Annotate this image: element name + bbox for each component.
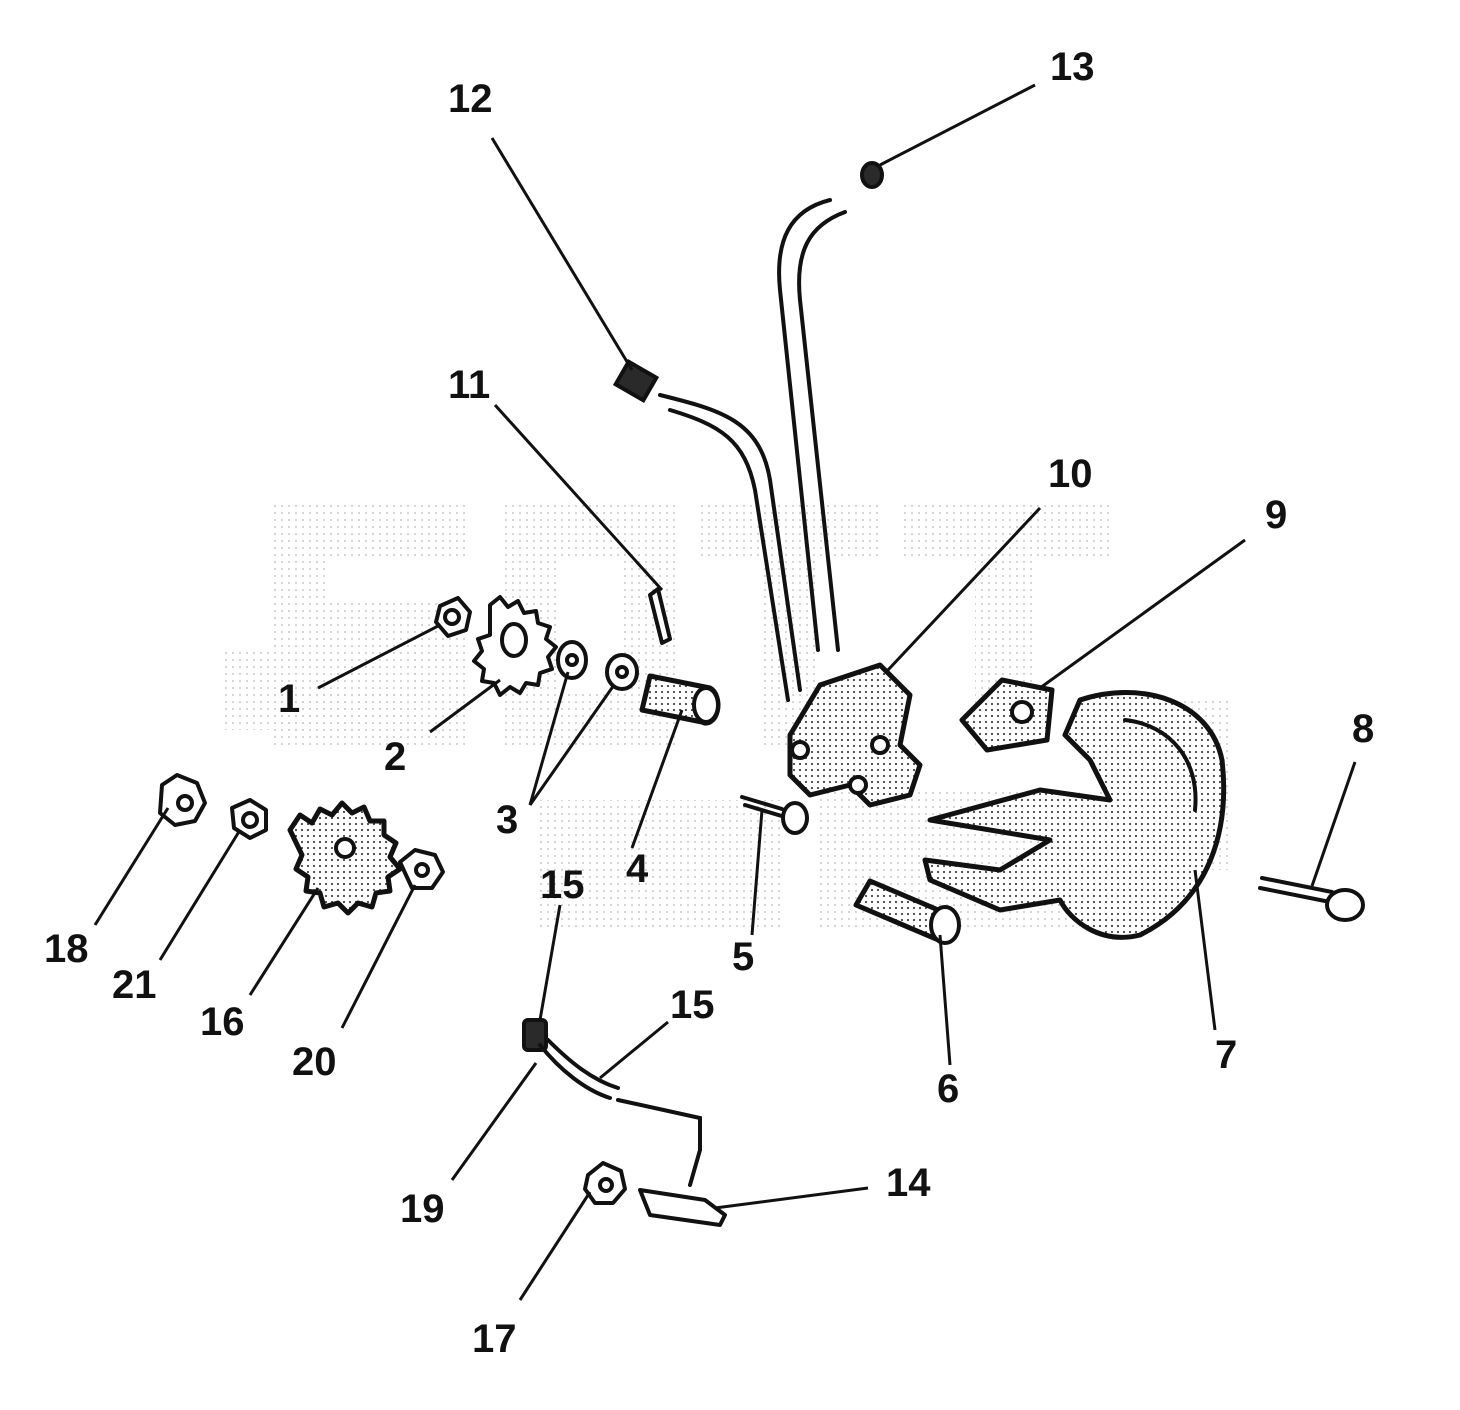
part-guard-housing-7	[922, 690, 1227, 940]
part-bolt-8	[1258, 876, 1365, 922]
callout-6: 6	[937, 1067, 959, 1111]
callout-13: 13	[1050, 45, 1095, 89]
callout-20: 20	[292, 1040, 337, 1084]
part-pipe-12	[612, 359, 802, 702]
callout-21: 21	[112, 963, 157, 1007]
callout-10: 10	[1048, 452, 1093, 496]
callout-2: 2	[384, 735, 406, 779]
callout-16: 16	[200, 1000, 245, 1044]
part-pin-11	[648, 587, 672, 645]
callout-17: 17	[472, 1317, 517, 1361]
part-sprocket-2	[472, 595, 558, 697]
callout-8: 8	[1352, 707, 1374, 751]
part-grommet-17	[583, 1161, 627, 1205]
part-cap-9	[959, 677, 1055, 753]
callout-3: 3	[496, 798, 518, 842]
part-nut-1	[434, 596, 472, 638]
part-sprocket-16	[287, 800, 403, 916]
part-filter-14	[638, 1188, 727, 1227]
callout-14: 14	[886, 1161, 931, 1205]
part-washer-3b	[605, 653, 639, 691]
callout-19: 19	[400, 1187, 445, 1231]
part-nut-21	[230, 798, 268, 840]
callout-9: 9	[1265, 493, 1287, 537]
part-pipe-13	[777, 161, 884, 652]
callout-5: 5	[732, 935, 754, 979]
callout-labels: 1 2 3 4 5 6 7 8 9 10 11 12 13 14 15 15 1…	[44, 45, 1374, 1361]
part-oil-pump-10	[787, 662, 923, 808]
part-bolt-5	[740, 795, 809, 835]
callout-11: 11	[448, 363, 490, 407]
part-sleeve-6	[853, 878, 961, 945]
part-hose-assembly-15	[522, 1018, 702, 1187]
part-nut-18	[158, 773, 207, 827]
callout-15-lower: 15	[670, 983, 715, 1027]
callout-7: 7	[1215, 1033, 1237, 1077]
callout-12: 12	[448, 77, 493, 121]
part-sleeve-4	[639, 673, 721, 726]
part-nut-20	[398, 848, 445, 890]
leader-lines	[93, 83, 1357, 1301]
callout-1: 1	[278, 677, 300, 721]
part-washer-3a	[556, 640, 588, 680]
callout-4: 4	[626, 847, 649, 891]
callout-15-upper: 15	[540, 863, 585, 907]
callout-18: 18	[44, 927, 89, 971]
